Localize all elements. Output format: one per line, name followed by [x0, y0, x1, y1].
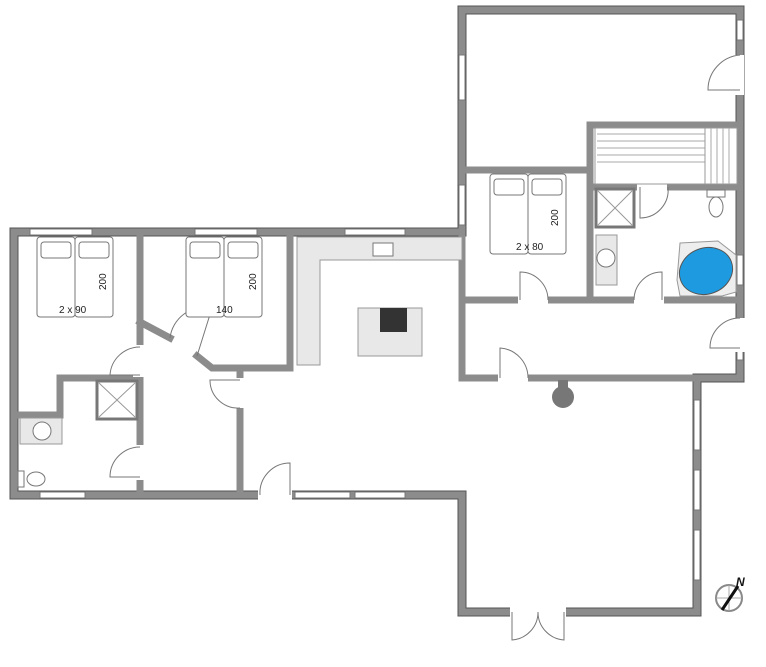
compass-north-label: N — [736, 575, 745, 589]
doors — [109, 54, 745, 641]
bed-length-label: 200 — [98, 273, 109, 290]
sink-icon — [32, 421, 52, 441]
toilet-icon — [26, 471, 46, 487]
spa-bath-icon — [678, 246, 734, 296]
bed-length-label: 200 — [550, 209, 561, 226]
windows — [29, 19, 744, 581]
walls — [9, 5, 745, 617]
kitchen-counter — [296, 236, 463, 366]
kitchen — [296, 236, 574, 408]
sauna-bench — [704, 127, 738, 185]
bed-width-label: 140 — [216, 305, 233, 316]
bed-bedroom-3: 2 x 80 200 — [489, 173, 567, 255]
bed-width-label: 2 x 80 — [516, 242, 544, 253]
wood-stove-icon — [552, 386, 574, 408]
bed-width-label: 2 x 90 — [59, 305, 87, 316]
cooktop-icon — [380, 308, 407, 332]
kitchen-sink-icon — [372, 242, 394, 257]
bed-bedroom-1: 2 x 90 200 — [36, 236, 114, 318]
compass-icon: N — [715, 575, 745, 612]
sink-icon — [596, 248, 616, 268]
toilet-icon — [708, 196, 724, 218]
bed-length-label: 200 — [248, 273, 259, 290]
bed-bedroom-2: 140 200 — [185, 236, 263, 318]
bathrooms — [17, 127, 738, 488]
